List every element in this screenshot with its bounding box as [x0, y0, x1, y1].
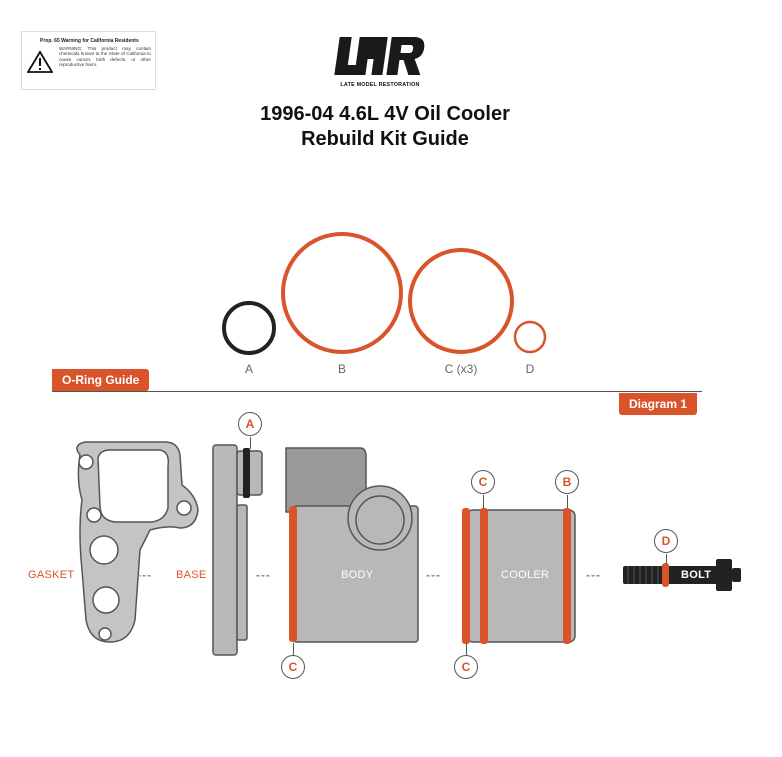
o-ring-d — [513, 320, 547, 354]
base-label: BASE — [176, 569, 207, 581]
logo-subtitle: LATE MODEL RESTORATION — [340, 82, 420, 88]
warning-triangle-icon — [27, 50, 53, 73]
callout-cooler-c-bottom-leader — [466, 643, 467, 655]
callout-bolt-d-leader — [666, 554, 667, 564]
prop65-warning-box: Prop. 65 Warning for California Resident… — [21, 31, 156, 90]
callout-cooler-c-bottom: C — [454, 655, 478, 679]
o-ring-guide-tab: O-Ring Guide — [52, 369, 150, 391]
lmr-logo — [334, 37, 425, 75]
callout-body-c-leader — [293, 643, 294, 655]
callout-a: A — [238, 412, 262, 436]
ring-label-c: C (x3) — [444, 362, 478, 376]
callout-bolt-d: D — [654, 529, 678, 553]
gasket — [76, 441, 199, 643]
body-label: BODY — [341, 569, 374, 581]
callout-body-c: C — [281, 655, 305, 679]
o-ring-set — [222, 232, 547, 355]
title-line-1: 1996-04 4.6L 4V Oil Cooler — [260, 103, 510, 125]
assembly-diagram — [76, 441, 741, 656]
callout-a-leader — [250, 437, 251, 449]
warning-title: Prop. 65 Warning for California Resident… — [40, 38, 139, 44]
base-plate — [212, 444, 263, 656]
o-ring-a — [222, 301, 276, 355]
cooler-cylinder — [462, 508, 576, 644]
warning-text: WARNING: This product may contain chemic… — [59, 46, 151, 67]
ring-label-b: B — [337, 362, 346, 376]
gasket-label: GASKET — [28, 569, 75, 581]
callout-cooler-b-leader — [567, 495, 568, 508]
separator-3: --- — [426, 568, 441, 582]
o-ring-c — [408, 248, 514, 354]
callout-cooler-c-top-leader — [483, 495, 484, 508]
ring-label-d: D — [525, 362, 535, 376]
o-ring-b — [281, 232, 403, 354]
divider-rule — [52, 391, 702, 392]
callout-cooler-c-top: C — [471, 470, 495, 494]
separator-4: --- — [586, 568, 601, 582]
separator-2: --- — [256, 568, 271, 582]
ring-label-a: A — [244, 362, 253, 376]
page-title: 1996-04 4.6L 4V Oil Cooler Rebuild Kit G… — [200, 102, 570, 152]
diagram-tab: Diagram 1 — [619, 393, 698, 415]
callout-cooler-b: B — [555, 470, 579, 494]
cooler-label: COOLER — [501, 569, 550, 581]
title-line-2: Rebuild Kit Guide — [301, 128, 469, 150]
bolt-label: BOLT — [681, 569, 712, 581]
body-housing — [285, 447, 419, 643]
separator-1: --- — [137, 568, 152, 582]
bolt — [623, 559, 741, 591]
